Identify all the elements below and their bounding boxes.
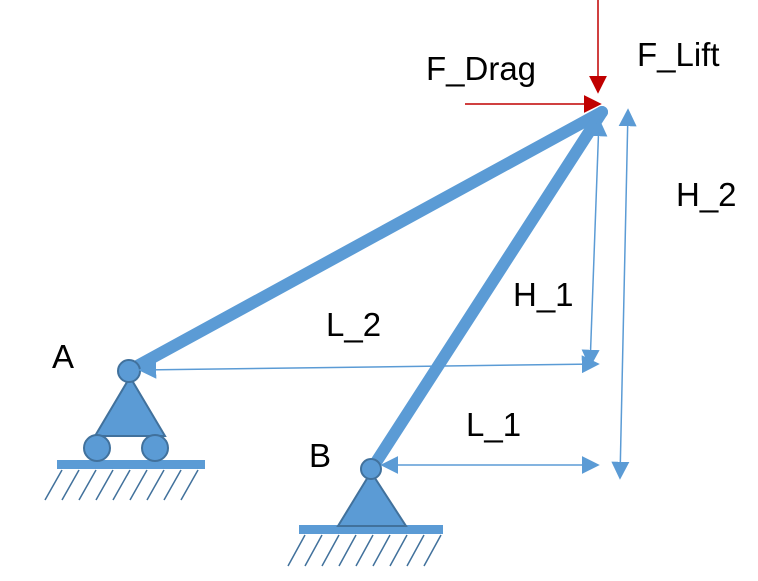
label-l-2: L_2 (326, 306, 381, 343)
ground-plate-b (299, 525, 443, 534)
support-triangle-a (93, 375, 167, 437)
dimension-l2-arrow (138, 355, 600, 379)
label-h-1: H_1 (513, 276, 574, 313)
ground-hatch-a (44, 469, 199, 501)
label-f-lift: F_Lift (637, 36, 720, 73)
pin-b (360, 458, 382, 480)
label-h-2: H_2 (676, 176, 737, 213)
dimension-h2-arrow (611, 108, 637, 480)
ground-b (287, 525, 443, 567)
support-triangle-b (336, 470, 408, 527)
member-b-to-apex (365, 106, 608, 476)
label-b: B (309, 437, 331, 474)
pin-a (117, 359, 141, 383)
member-a-to-apex (122, 106, 608, 377)
roller-right (141, 434, 169, 462)
roller-support-a (83, 375, 169, 462)
ground-plate-a (57, 460, 205, 469)
label-a: A (52, 338, 74, 375)
label-f-drag: F_Drag (426, 50, 536, 87)
ground-hatch-b (287, 534, 442, 567)
label-l-1: L_1 (466, 406, 521, 443)
ground-a (44, 460, 205, 501)
dimension-h1-arrow (581, 118, 608, 368)
roller-left (83, 434, 111, 462)
